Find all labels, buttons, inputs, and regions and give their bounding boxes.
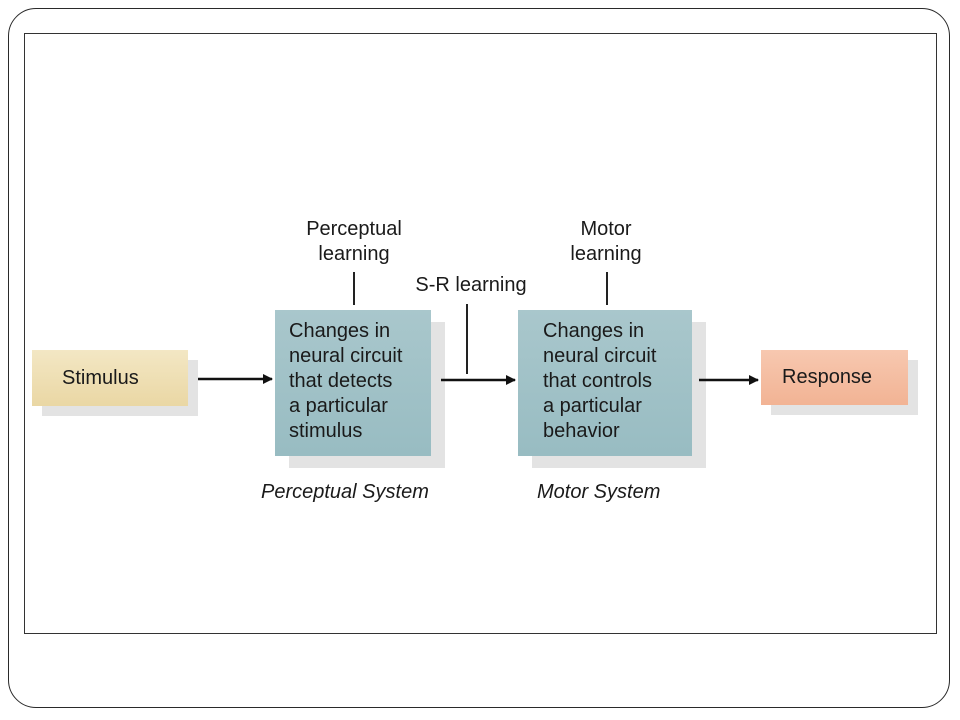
motor-circuit-text: Changes in neural circuit that controls …: [518, 310, 692, 456]
stimulus-label: Stimulus: [62, 366, 139, 389]
sr-learning-label: S-R learning: [415, 274, 527, 296]
motor-learning-line: [606, 272, 608, 305]
stimulus-box: Stimulus: [32, 350, 198, 416]
sr-learning-line: [466, 304, 468, 374]
perceptual-system-caption: Perceptual System: [261, 481, 429, 503]
response-box: Response: [761, 350, 918, 415]
figure-frame: [24, 33, 937, 634]
perceptual-circuit-text: Changes in neural circuit that detects a…: [275, 310, 431, 456]
perceptual-circuit-box: Changes in neural circuit that detects a…: [275, 310, 445, 468]
motor-circuit-box: Changes in neural circuit that controls …: [518, 310, 706, 468]
motor-learning-label: Motor learning: [570, 218, 642, 265]
perceptual-learning-label: Perceptual learning: [306, 218, 402, 265]
response-label: Response: [782, 366, 873, 388]
motor-system-caption: Motor System: [537, 481, 661, 503]
perceptual-learning-line: [353, 272, 355, 305]
